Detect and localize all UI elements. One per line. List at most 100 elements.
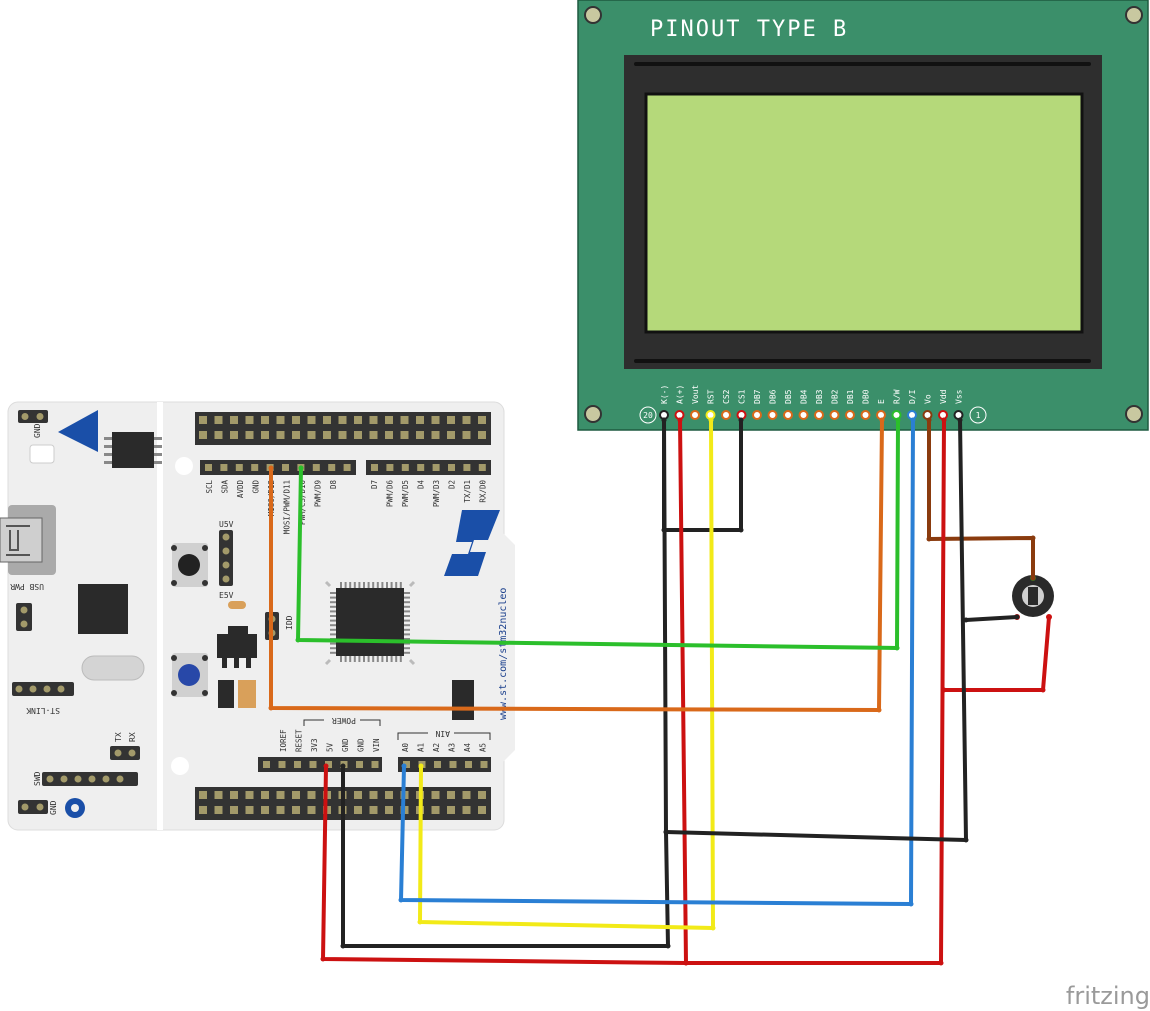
digital-pin-label: D4 (417, 480, 426, 490)
power-pin-label: 3V3 (310, 738, 319, 752)
potentiometer-icon (1012, 575, 1054, 620)
lcd-pin-label: DB6 (769, 389, 778, 404)
swd-label: SWD (33, 771, 42, 786)
digital-pin-label: D8 (329, 480, 338, 490)
digital-pin-label: MOSI/PWM/D11 (283, 480, 292, 534)
user-button-icon (171, 653, 208, 697)
brown-wire (927, 418, 1035, 580)
black-wire (964, 615, 1019, 622)
digital-pin-label: SDA (221, 480, 230, 494)
red-wire (942, 615, 1051, 692)
lcd-pin-label: DB2 (831, 389, 840, 404)
digital-pin-label: PWM/D6 (386, 480, 395, 508)
lcd-pin (767, 410, 778, 420)
digital-pin-label: AVDD (236, 480, 245, 499)
ain-pin-label: A2 (432, 743, 441, 752)
ain-pin-label: A5 (479, 743, 488, 752)
ain-header (398, 757, 491, 772)
ain-pin-label: A3 (448, 743, 457, 752)
power-header (258, 757, 382, 772)
pin-number-1: 1 (976, 411, 981, 420)
green-wire (296, 418, 900, 650)
digital-header-right (366, 460, 491, 475)
tx-label: TX (114, 732, 123, 742)
lcd-pin (752, 410, 762, 420)
gnd-bottom-label: GND (49, 800, 58, 815)
yellow-wire (418, 418, 715, 930)
power-pin-label: GND (341, 738, 350, 752)
lcd-pin-label: R/W (893, 389, 902, 404)
lcd-pin-label: DB0 (862, 389, 871, 404)
nucleo-board: GND USB PWR ST-LINK TX RX SWD GND (0, 401, 515, 831)
digital-pin-label: SCL (205, 480, 214, 494)
digital-header-left (200, 460, 356, 475)
red-wire (321, 418, 688, 965)
digital-pin-label: RX/D0 (479, 480, 488, 503)
lcd-pin-label: Vss (955, 389, 964, 404)
fritzing-watermark: fritzing (1066, 982, 1150, 1010)
chip-icon (112, 432, 154, 468)
lcd-pin (783, 410, 793, 420)
lcd-pin-label: RST (707, 389, 716, 404)
digital-pin-label: PWM/CS/D10 (298, 480, 307, 526)
u5v-e5v-pins (219, 530, 233, 586)
stlink-mcu-icon (78, 584, 128, 634)
lcd-pin-label: Vdd (939, 389, 948, 404)
gnd-bottom-pins (18, 800, 48, 814)
power-pin-label: GND (357, 738, 366, 752)
lcd-pin-label: DB4 (800, 389, 809, 404)
swd-pins (42, 772, 138, 786)
lcd-pin-label: DB5 (784, 389, 793, 404)
lcd-pin-label: Vout (691, 385, 700, 404)
lcd-pin (845, 410, 855, 420)
rx-label: RX (128, 732, 137, 742)
lcd-pin (814, 410, 824, 420)
red-wire (684, 418, 946, 965)
reset-button-icon (171, 543, 208, 587)
lcd-pin (829, 410, 840, 420)
power-pin-label: RESET (295, 729, 304, 752)
tx-rx-pins (110, 746, 140, 760)
ain-title: AIN (435, 729, 450, 738)
lcd-pin-label: DB7 (753, 389, 762, 404)
u5v-label: U5V (219, 520, 234, 529)
lcd-pin-label: K(-) (660, 385, 669, 404)
digital-pin-label: PWM/D5 (401, 480, 410, 507)
power-pin-label: 5V (326, 742, 335, 752)
lcd-pin (922, 410, 933, 420)
ain-labels: A0 A1 A2 A3 A4 A5 (401, 742, 488, 752)
ain-pin-label: A1 (417, 743, 426, 752)
st-logo-icon (444, 510, 500, 576)
lcd-pin-label: CS1 (738, 389, 747, 404)
lcd-pin (721, 410, 731, 420)
st-triangle-icon (58, 410, 98, 452)
lcd-pin-label: CS2 (722, 389, 731, 404)
e5v-label: E5V (219, 591, 234, 600)
mount-hole-icon (584, 405, 602, 423)
lcd-screen (644, 92, 1084, 334)
power-title: POWER (332, 716, 356, 725)
lcd-title: PINOUT TYPE B (650, 17, 848, 42)
lcd-pin-label: A(+) (676, 385, 685, 404)
st-link-pins (12, 682, 74, 696)
lcd-pin-label: DB1 (846, 389, 855, 404)
ain-pin-label: A4 (463, 742, 472, 752)
digital-pin-label: PWM/D3 (432, 480, 441, 507)
power-pin-label: VIN (372, 738, 381, 752)
jumper-pins (16, 603, 32, 631)
digital-pin-label: TX/D1 (463, 480, 472, 503)
mount-hole-icon (1125, 405, 1143, 423)
gear-logo-icon (65, 798, 85, 818)
lcd-pin-label: Vo (924, 394, 933, 404)
orange-wire (269, 418, 884, 712)
board-url: www.st.com/stm32nucleo (498, 588, 509, 720)
digital-pin-label: D7 (370, 480, 379, 489)
usb-pwr-label: USB PWR (10, 582, 44, 591)
ain-pin-label: A0 (401, 742, 410, 752)
blue-wire (399, 418, 915, 906)
regulator-icon (217, 626, 257, 668)
lcd-pin (798, 410, 809, 420)
